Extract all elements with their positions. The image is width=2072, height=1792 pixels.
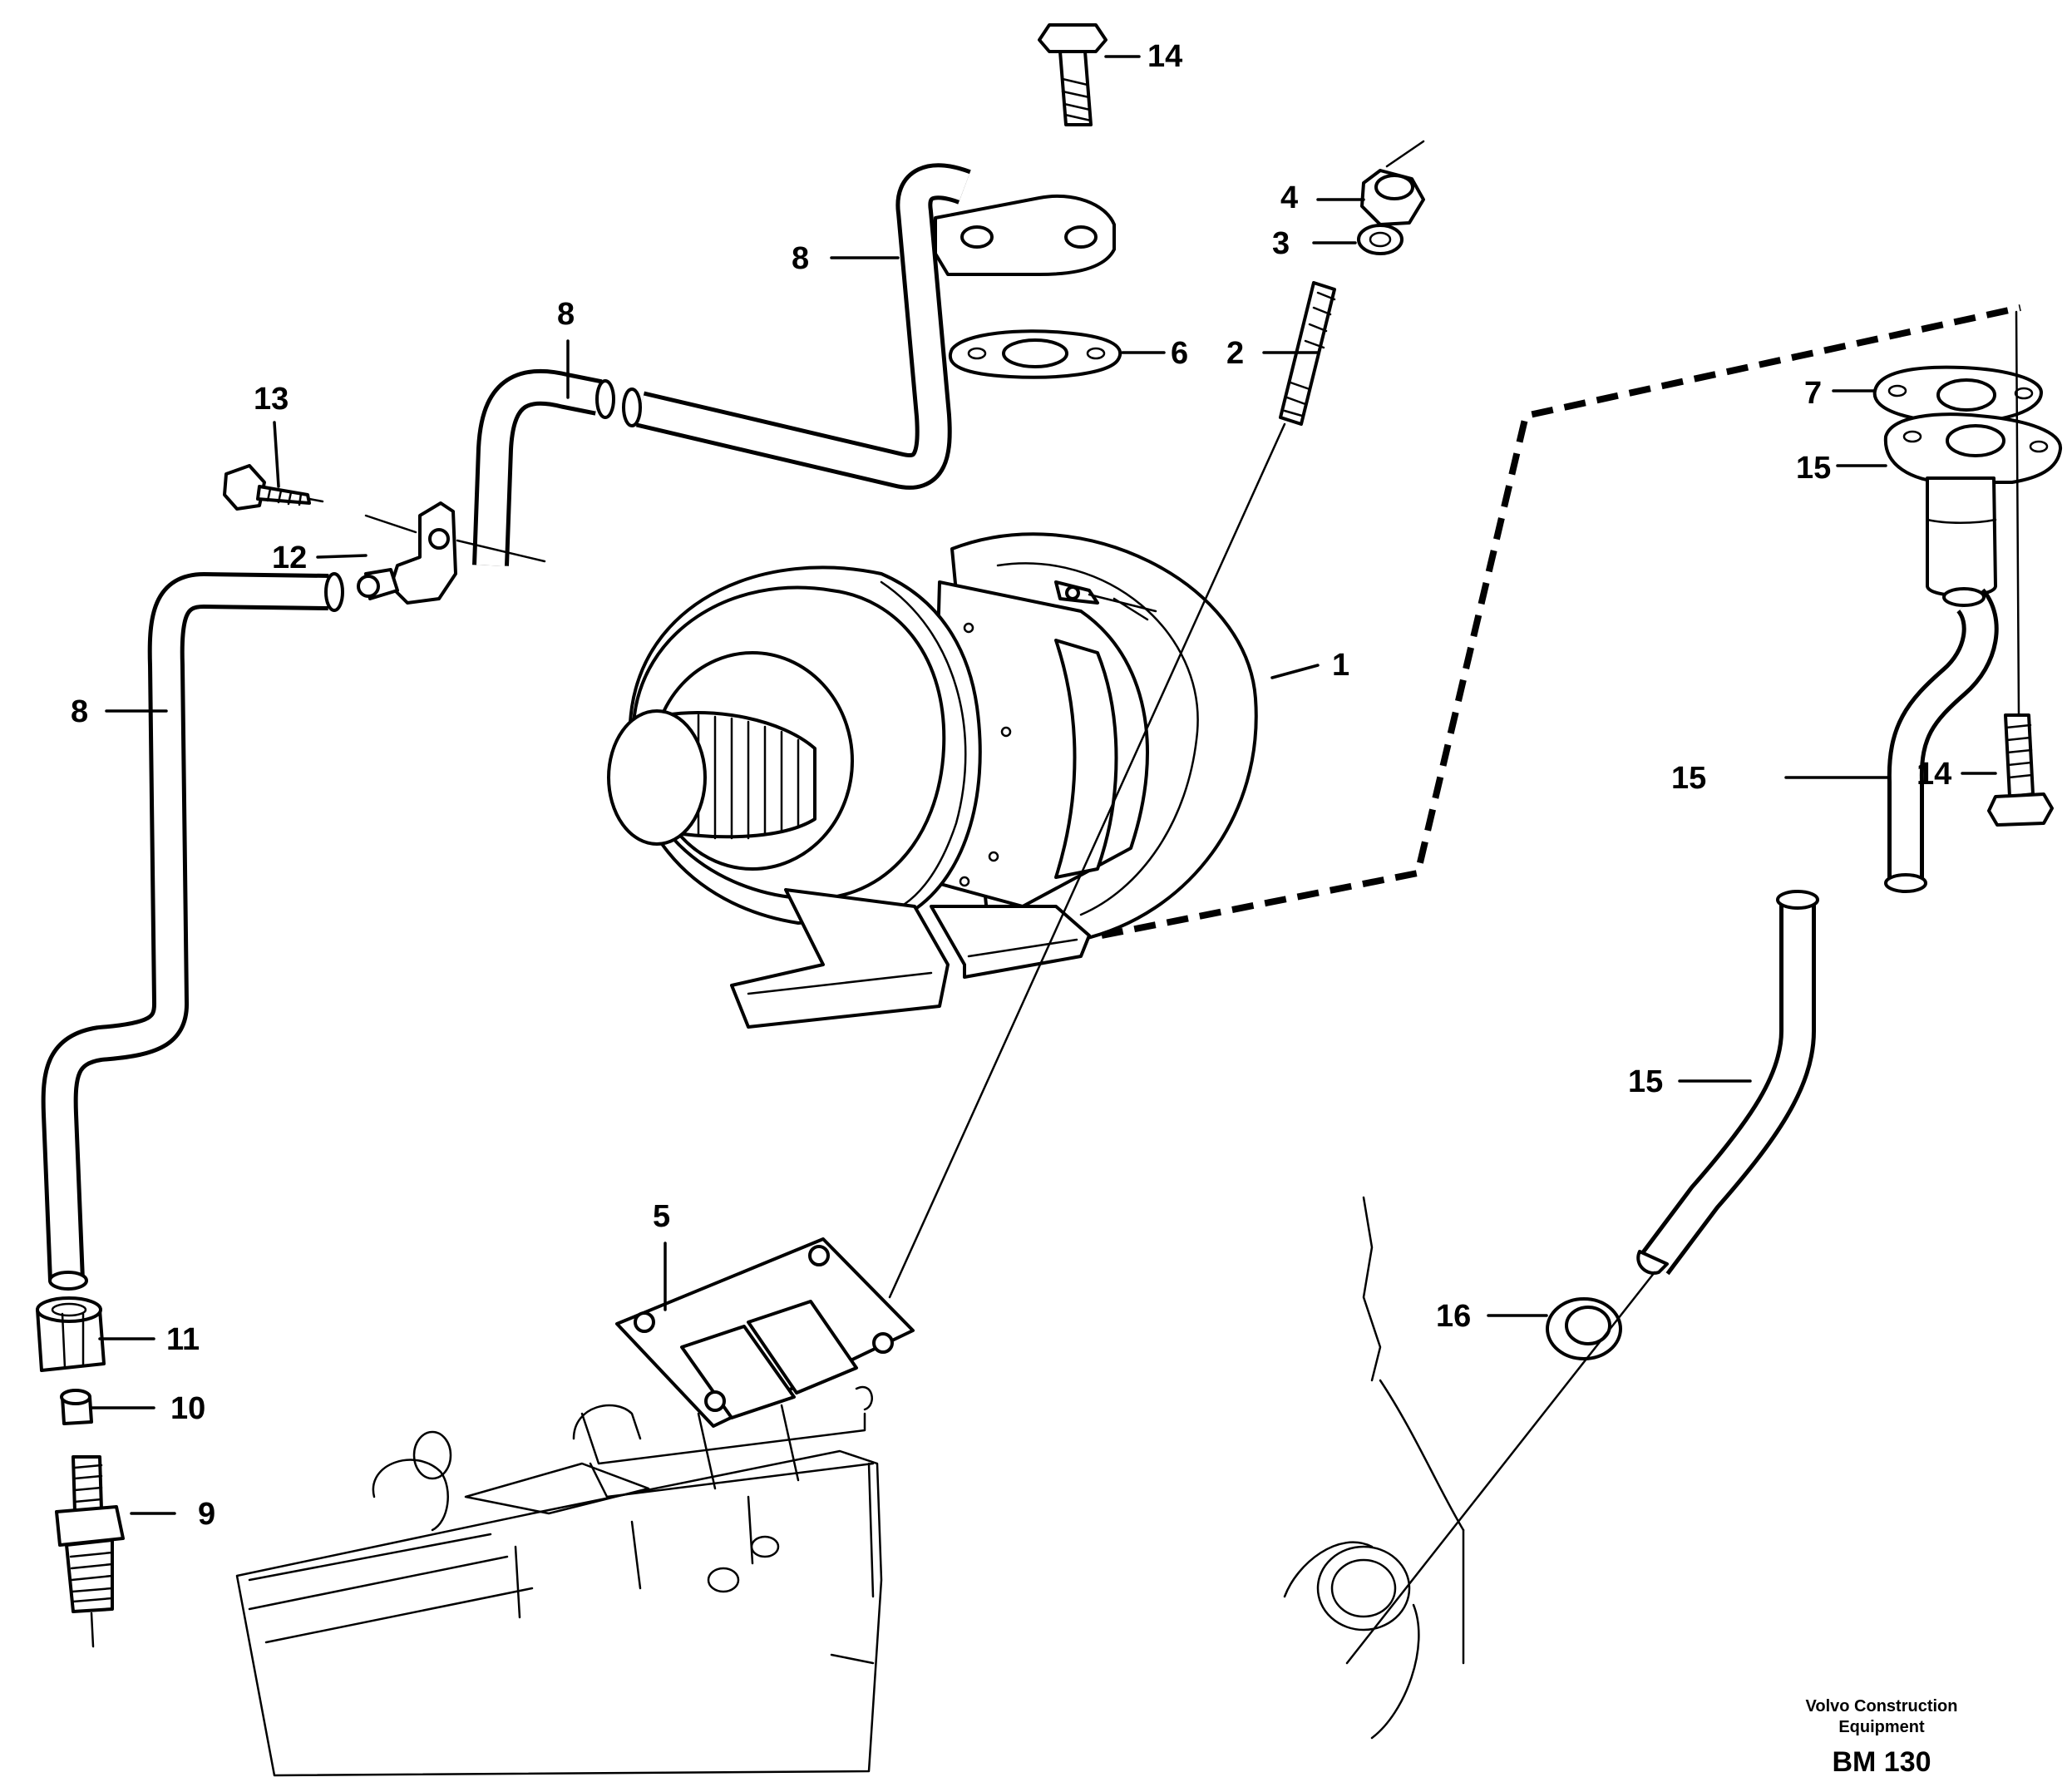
turbocharger (607, 532, 1258, 1029)
footer-branding: Volvo Construction Equipment BM 130 (1806, 1697, 1958, 1778)
callout-4: 4 (1280, 180, 1298, 215)
brand-line-1: Volvo Construction (1806, 1697, 1958, 1715)
callout-labels: 1 2 3 4 5 6 7 8 8 8 9 10 11 12 13 14 14 … (71, 39, 1951, 1532)
callout-16: 16 (1436, 1299, 1471, 1334)
callout-14-top: 14 (1147, 39, 1182, 74)
pipe-clamp (357, 501, 546, 605)
callout-15-flange: 15 (1796, 451, 1831, 486)
callout-5: 5 (653, 1199, 670, 1234)
callout-2: 2 (1226, 336, 1244, 371)
callout-1: 1 (1332, 648, 1349, 683)
drawing-code: BM 130 (1832, 1746, 1931, 1778)
callout-13: 13 (254, 382, 289, 417)
seal-ring (1345, 1271, 1656, 1665)
oil-feed-gasket (948, 329, 1122, 379)
bolt-right (1987, 310, 2054, 827)
callout-8-middle: 8 (557, 297, 575, 332)
callout-3: 3 (1272, 226, 1290, 261)
mounting-reference-outline (1101, 304, 2021, 939)
return-pipe (1636, 412, 2063, 1276)
callout-12: 12 (272, 541, 307, 575)
exhaust-manifold-gasket (615, 1237, 915, 1428)
compressor-inlet-bellows (607, 709, 816, 846)
engine-block (235, 1196, 1465, 1777)
callout-8-upper: 8 (792, 241, 809, 276)
callout-15-upper-pipe: 15 (1671, 761, 1706, 796)
callout-6: 6 (1171, 336, 1188, 371)
bolt-top (1038, 23, 1108, 126)
callout-11: 11 (166, 1322, 200, 1357)
callout-8-lower: 8 (71, 694, 88, 729)
return-pipe-gasket (1872, 365, 2043, 424)
callout-10: 10 (170, 1391, 205, 1426)
callout-14-right: 14 (1917, 757, 1951, 792)
clamp-screw (223, 464, 324, 511)
callout-15-lower-pipe: 15 (1628, 1064, 1663, 1099)
stud-and-nut (888, 140, 1425, 1299)
callout-7: 7 (1804, 376, 1822, 411)
pipe-union (36, 1296, 125, 1648)
oil-feed-pipe (41, 163, 1116, 1291)
brand-line-2: Equipment (1838, 1718, 1925, 1736)
callout-9: 9 (198, 1497, 215, 1532)
callout-leaders (90, 55, 1997, 1515)
